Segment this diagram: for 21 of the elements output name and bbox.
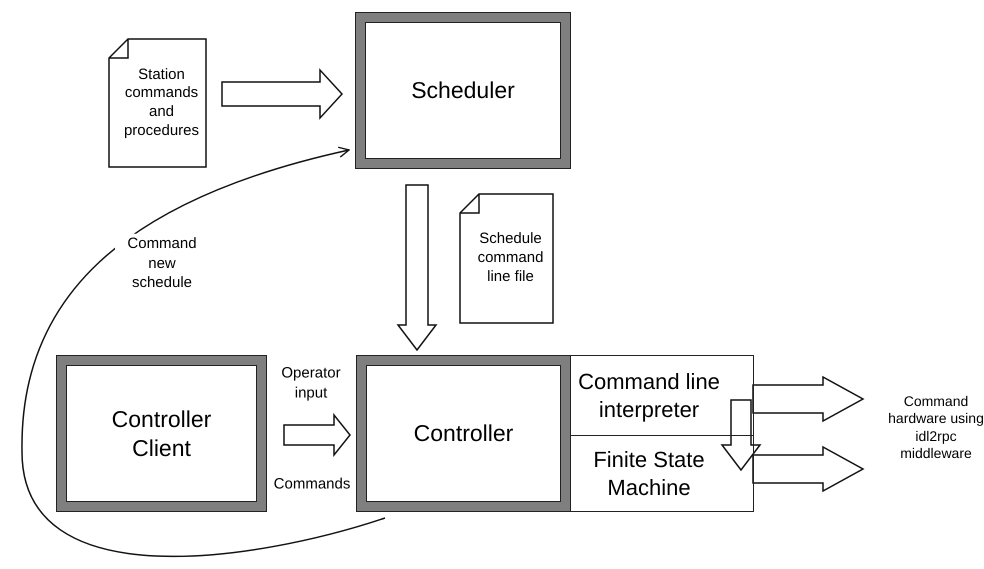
node-label: Schedule command line file xyxy=(476,230,544,287)
process-box xyxy=(56,355,267,512)
block-arrow xyxy=(283,412,351,458)
block-arrow xyxy=(752,376,865,422)
process-box xyxy=(356,355,571,512)
node-label: Controller Client xyxy=(110,404,212,462)
node-label: Finite State Machine xyxy=(592,446,706,501)
block-arrow xyxy=(221,68,344,120)
node-label: Scheduler xyxy=(411,76,515,105)
document-shape xyxy=(108,38,207,168)
target-label: Command hardware using idl2rpc middleware xyxy=(888,392,984,462)
document-shape xyxy=(459,193,554,324)
block-arrow xyxy=(720,399,762,472)
block-arrow xyxy=(396,184,438,352)
curved-arrow xyxy=(21,146,386,557)
process-box xyxy=(355,12,571,169)
module-box xyxy=(570,435,754,512)
node-label: Station commands and procedures xyxy=(122,66,200,140)
block-arrow xyxy=(752,446,865,492)
node-label: Command line interpreter xyxy=(577,368,721,423)
node-label: Controller xyxy=(414,419,514,448)
